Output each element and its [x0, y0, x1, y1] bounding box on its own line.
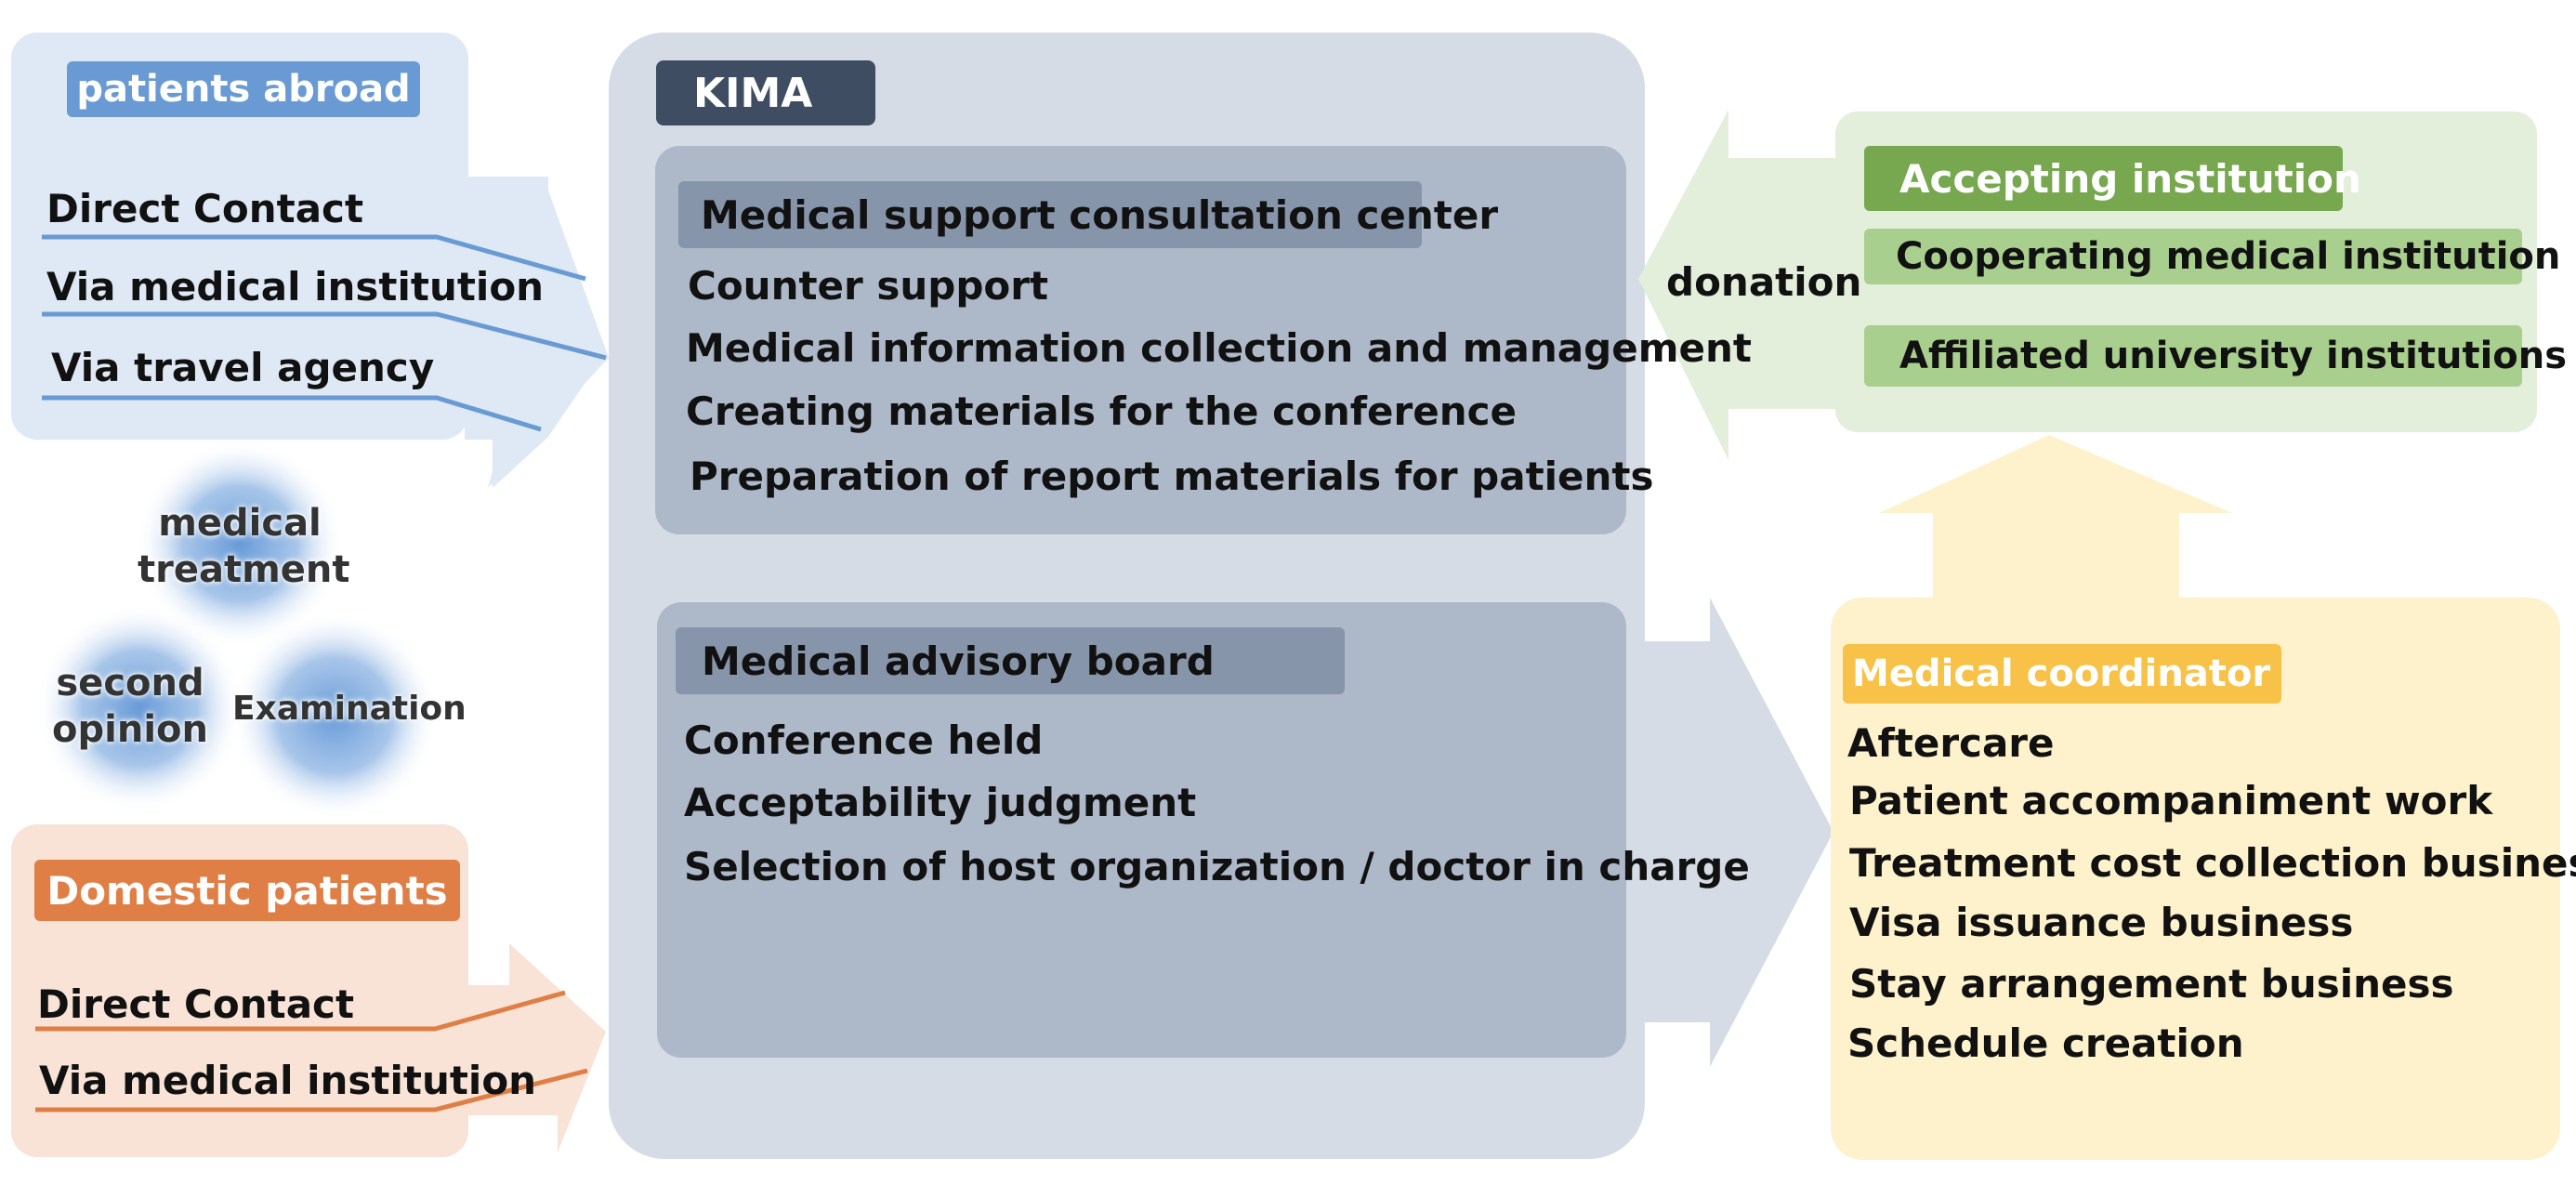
advisory-board-panel	[657, 602, 1626, 1058]
coordinator-item-stay-arrangement: Stay arrangement business	[1849, 961, 2454, 1007]
service-medical-treatment: medical treatment	[138, 502, 350, 591]
bubble-medical-treatment	[136, 440, 344, 648]
consultation-item-report-materials: Preparation of report materials for pati…	[690, 454, 1654, 499]
coordinator-item-patient-accompaniment: Patient accompaniment work	[1849, 778, 2493, 823]
advisory-board-title: Medical advisory board	[676, 627, 1345, 694]
accepting-institution-title: Accepting institution	[1864, 146, 2361, 211]
abroad-line-3	[42, 395, 542, 432]
domestic-channel-via-medical-institution: Via medical institution	[39, 1058, 537, 1103]
consultation-center-title: Medical support consultation center	[678, 181, 1498, 248]
abroad-line-1	[42, 234, 586, 282]
kima-to-coordinator-arrow	[1643, 598, 1833, 1067]
advisory-item-acceptability-judgment: Acceptability judgment	[684, 780, 1197, 825]
abroad-channel-via-medical-institution: Via medical institution	[46, 264, 545, 309]
abroad-channel-direct-contact: Direct Contact	[46, 186, 364, 231]
consultation-item-counter-support: Counter support	[688, 263, 1049, 309]
domestic-line-2	[35, 1068, 588, 1112]
advisory-item-conference-held: Conference held	[684, 717, 1044, 763]
advisory-item-host-organization: Selection of host organization / doctor …	[684, 844, 1750, 889]
coordinator-item-visa-issuance: Visa issuance business	[1849, 900, 2354, 945]
consultation-item-medical-information: Medical information collection and manag…	[686, 325, 1752, 371]
coordinator-item-aftercare: Aftercare	[1847, 720, 2055, 766]
consultation-item-conference-materials: Creating materials for the conference	[686, 388, 1517, 434]
coordinator-title: Medical coordinator	[1843, 644, 2281, 704]
coordinator-item-treatment-cost: Treatment cost collection business	[1849, 840, 2576, 886]
domestic-arrow	[465, 943, 606, 1152]
coordinator-box	[1831, 598, 2560, 1160]
bubble-examination	[230, 612, 439, 820]
domestic-line-1	[35, 990, 566, 1032]
accepting-item-cooperating-medical: Cooperating medical institution	[1864, 229, 2560, 284]
coordinator-item-schedule-creation: Schedule creation	[1847, 1020, 2244, 1066]
donation-arrow	[1638, 110, 1840, 460]
domestic-channel-direct-contact: Direct Contact	[37, 981, 355, 1027]
service-examination: Examination	[232, 690, 467, 728]
kima-title: KIMA	[656, 60, 875, 125]
donation-label: donation	[1666, 259, 1862, 305]
domestic-patients-title: Domestic patients	[34, 860, 460, 921]
abroad-channel-via-travel-agency: Via travel agency	[51, 345, 435, 390]
abroad-line-2	[42, 311, 607, 361]
accepting-item-affiliated-university: Affiliated university institutions	[1864, 325, 2567, 387]
bubble-second-opinion	[35, 604, 243, 812]
service-second-opinion: second opinion	[52, 662, 208, 751]
coordinator-to-accepting-arrow	[1879, 435, 2232, 599]
patients-abroad-title: patients abroad	[67, 61, 420, 117]
